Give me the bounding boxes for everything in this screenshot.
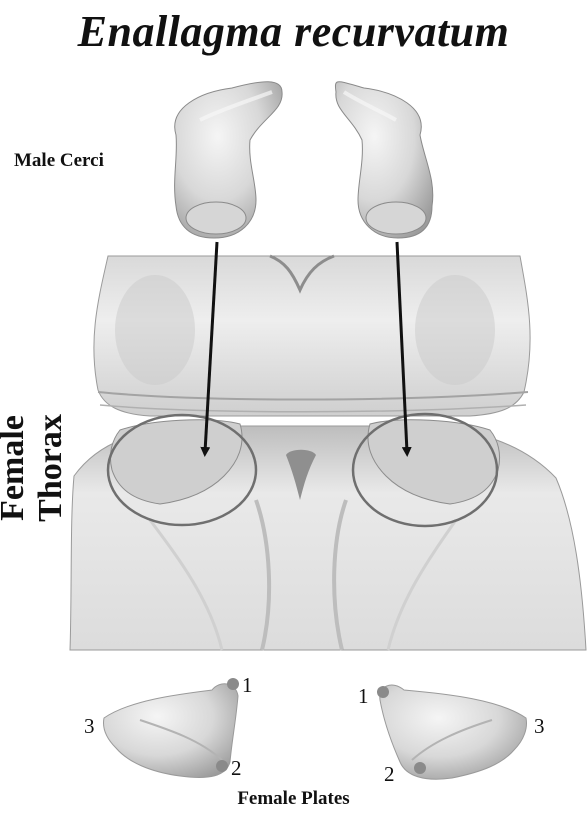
right-plate-point-2: 2 xyxy=(384,762,395,787)
female-plates-label: Female Plates xyxy=(0,788,587,810)
left-female-plate xyxy=(104,678,240,777)
right-female-plate xyxy=(377,685,527,779)
right-plate-point-1: 1 xyxy=(358,684,369,709)
left-plate-point-3: 3 xyxy=(84,714,95,739)
left-plate-point-1: 1 xyxy=(242,673,253,698)
female-thorax xyxy=(70,256,586,650)
right-male-cercus xyxy=(335,82,432,238)
right-plate-point-3: 3 xyxy=(534,714,545,739)
left-male-cercus xyxy=(175,82,283,238)
left-plate-point-2: 2 xyxy=(231,756,242,781)
